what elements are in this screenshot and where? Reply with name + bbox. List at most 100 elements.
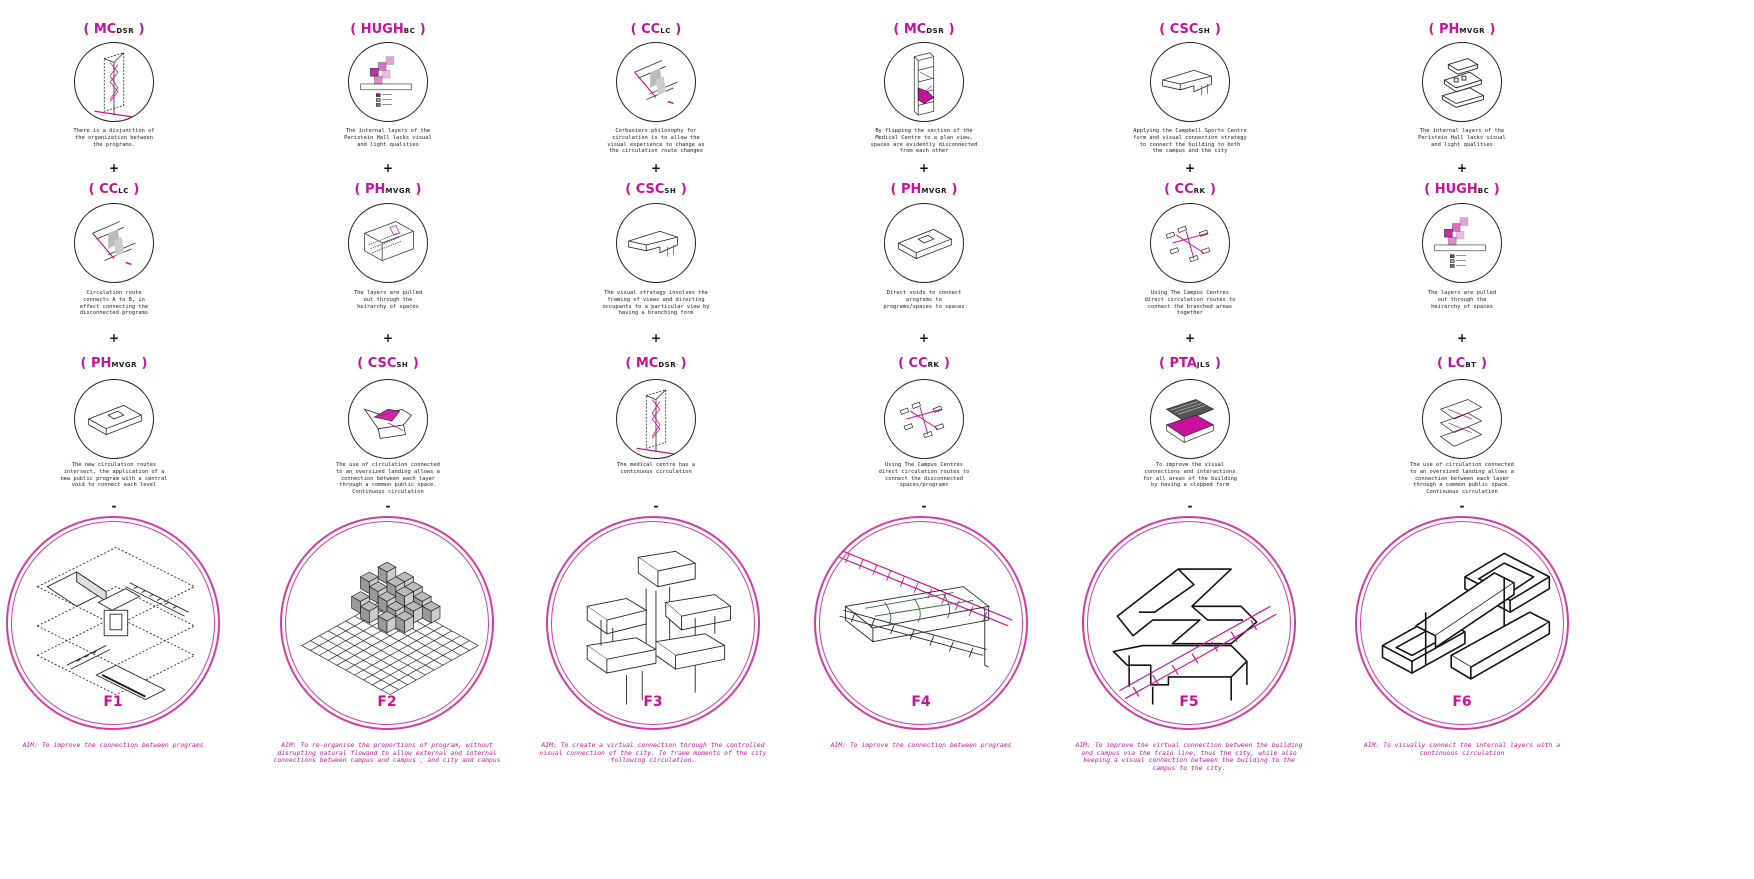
close-paren: ) <box>676 182 687 197</box>
open-paren: ( <box>625 356 636 371</box>
precedent-caption: Using The Campus Centres direct circulat… <box>1144 290 1236 317</box>
aim-statement: AIM: To re-organise the proportions of p… <box>273 741 501 765</box>
precedent-code: ( PHMVGR ) <box>0 356 259 371</box>
figure-label: F2 <box>377 694 397 710</box>
aim-statement: AIM: To visually connect the internal la… <box>1363 741 1561 757</box>
precedent-code-main: CC <box>908 356 928 371</box>
precedent-code-main: CC <box>99 182 119 197</box>
spiral-ramps-icon <box>1422 379 1502 459</box>
precedent-caption: The new circulation routes intersect, th… <box>60 462 168 489</box>
plus-operator: + <box>382 331 394 345</box>
void-box-icon <box>884 203 964 283</box>
figure-label: F5 <box>1179 694 1199 710</box>
precedent-code-main: HUGH <box>1434 182 1478 197</box>
figure-label: F1 <box>103 694 123 710</box>
close-paren: ) <box>1210 22 1221 37</box>
close-paren: ) <box>128 182 140 197</box>
precedent-code: ( CCRK ) <box>1045 182 1335 197</box>
figure-circle: F4 <box>814 516 1028 730</box>
precedent-code: ( HUGHBC ) <box>1317 182 1607 197</box>
precedent-caption: The layers are pulled out through the he… <box>353 290 423 310</box>
open-paren: ( <box>1437 356 1448 371</box>
precedent-code: ( PHMVGR ) <box>1317 22 1607 37</box>
figure-circle: F2 <box>280 516 494 730</box>
plus-operator: + <box>1456 331 1468 345</box>
close-paren: ) <box>1476 356 1487 371</box>
column-1: ( MCDSR ) There is a disjunction of the … <box>0 0 259 879</box>
flipped-section-icon <box>884 42 964 122</box>
minus-operator: - <box>1459 499 1465 513</box>
plus-operator: + <box>650 161 662 175</box>
open-paren: ( <box>625 182 636 197</box>
precedent-code: ( MCDSR ) <box>779 22 1069 37</box>
precedent-code: ( CCLC ) <box>511 22 801 37</box>
precedent-code-sub: SH <box>396 361 409 369</box>
landing-form-icon <box>348 379 428 459</box>
precedent-caption: By flipping the section of the Medical C… <box>870 128 978 155</box>
precedent-caption: Using The Campus Centres direct circulat… <box>878 462 970 489</box>
open-paren: ( <box>1428 22 1440 37</box>
precedent-code-main: PH <box>1439 22 1460 37</box>
open-paren: ( <box>630 22 642 37</box>
precedent-code-sub: DSR <box>658 361 677 369</box>
plus-operator: + <box>1184 161 1196 175</box>
column-5: ( CSCSH ) Applying the Campbell Sports C… <box>1045 0 1335 879</box>
figure-circle: F3 <box>546 516 760 730</box>
plus-operator: + <box>1184 331 1196 345</box>
open-paren: ( <box>80 356 92 371</box>
plus-operator: + <box>108 161 120 175</box>
open-paren: ( <box>83 22 94 37</box>
precedent-code-sub: MVGR <box>111 361 137 369</box>
plus-operator: + <box>382 161 394 175</box>
precedent-code-sub: MVGR <box>921 187 947 195</box>
precedent-code-sub: SH <box>664 187 677 195</box>
campus-routes-icon <box>1150 203 1230 283</box>
precedent-code: ( CCRK ) <box>779 356 1069 371</box>
figure-label: F3 <box>643 694 663 710</box>
precedent-code-main: HUGH <box>360 22 404 37</box>
plus-operator: + <box>650 331 662 345</box>
open-paren: ( <box>88 182 100 197</box>
precedent-code-sub: MVGR <box>385 187 411 195</box>
precedent-caption: To improve the visual connections and in… <box>1142 462 1238 489</box>
plus-operator: + <box>918 331 930 345</box>
stacked-layers-icon <box>1422 42 1502 122</box>
precedent-code-sub: BC <box>1477 187 1490 195</box>
precedent-code-sub: MVGR <box>1459 27 1485 35</box>
precedent-code: ( LCBT ) <box>1317 356 1607 371</box>
minus-operator: - <box>385 499 391 513</box>
ramp-diagram-icon <box>74 203 154 283</box>
void-box-icon <box>74 379 154 459</box>
precedent-caption: Direct voids to connect programs to prog… <box>883 290 965 310</box>
minus-operator: - <box>653 499 659 513</box>
open-paren: ( <box>354 182 366 197</box>
layers-section-icon <box>348 42 428 122</box>
precedent-code-main: CSC <box>635 182 665 197</box>
open-paren: ( <box>890 182 902 197</box>
column-3: ( CCLC ) Corbusiers philosophy for circu… <box>511 0 801 879</box>
close-paren: ) <box>136 356 148 371</box>
precedent-code-main: CSC <box>367 356 397 371</box>
minus-operator: - <box>1187 499 1193 513</box>
minus-operator: - <box>921 499 927 513</box>
precedent-code-main: PH <box>901 182 922 197</box>
precedent-code: ( MCDSR ) <box>0 22 259 37</box>
open-paren: ( <box>1424 182 1435 197</box>
precedent-code-main: PH <box>91 356 112 371</box>
figure-circle: F1 <box>6 516 220 730</box>
precedent-code-sub: JLS <box>1196 361 1211 369</box>
precedent-code-main: CSC <box>1169 22 1199 37</box>
precedent-caption: The visual strategy involves the framing… <box>602 290 710 317</box>
precedent-code-main: MC <box>903 22 927 37</box>
close-paren: ) <box>134 22 145 37</box>
grid-box-icon <box>348 203 428 283</box>
sloped-roof-icon <box>1150 379 1230 459</box>
precedent-caption: There is a disjunction of the organizati… <box>73 128 155 148</box>
aim-statement: AIM: To create a virtual connection thro… <box>539 741 767 765</box>
precedent-code-sub: BC <box>403 27 416 35</box>
close-paren: ) <box>676 356 687 371</box>
ramp-diagram-icon <box>616 42 696 122</box>
precedent-caption: The use of circulation connected to an o… <box>336 462 440 496</box>
open-paren: ( <box>898 356 909 371</box>
column-6: ( PHMVGR ) The internal layers of the Pe… <box>1317 0 1607 879</box>
